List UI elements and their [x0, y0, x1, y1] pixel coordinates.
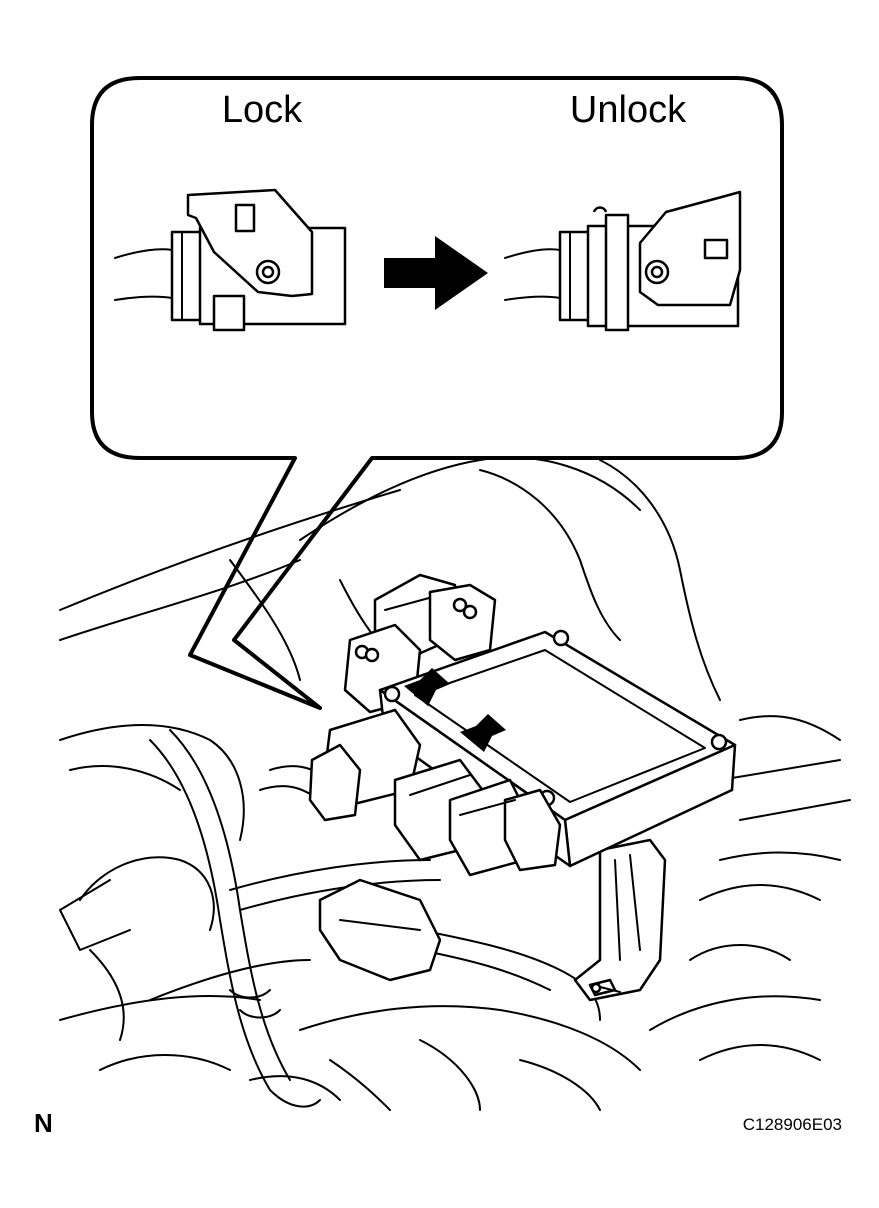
- lock-label: Lock: [222, 89, 303, 131]
- ecu-connectors: [308, 708, 562, 877]
- unlock-label: Unlock: [570, 89, 687, 131]
- transition-arrow: [384, 236, 488, 310]
- pointer-arrow-upper: [404, 668, 450, 706]
- figure-code: C128906E03: [743, 1115, 842, 1134]
- bracket-bolt: [590, 982, 621, 994]
- connector-locked-illustration: [114, 188, 347, 332]
- orientation-mark: N: [34, 1108, 53, 1138]
- callout-balloon: [90, 76, 784, 710]
- connector-unlocked-illustration: [504, 190, 742, 332]
- pointer-arrow-lower: [460, 714, 506, 752]
